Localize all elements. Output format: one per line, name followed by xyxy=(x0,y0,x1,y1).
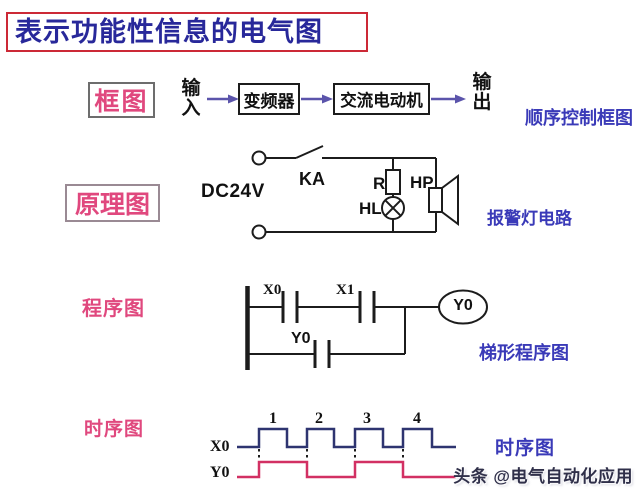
contact-x0-label: X0 xyxy=(263,282,282,298)
y0-waveform xyxy=(237,460,456,479)
lamp-label: HL xyxy=(359,199,382,218)
coil-icon xyxy=(438,289,488,325)
caption-block-diagram: 顺序控制框图 xyxy=(525,108,633,128)
resistor-label: R xyxy=(373,174,386,193)
pulse-number-3: 3 xyxy=(363,410,371,427)
section-label-text: 原理图 xyxy=(74,191,150,219)
dc-source-label: DC24V xyxy=(201,181,265,202)
alarm-circuit-drawing xyxy=(251,145,459,240)
section-label-schematic: 原理图 xyxy=(65,184,160,222)
pulse-number-1: 1 xyxy=(269,410,277,427)
timing-diagram-drawing xyxy=(237,427,456,479)
pulse-number-2: 2 xyxy=(315,410,323,427)
section-label-timing: 时序图 xyxy=(84,419,145,440)
signal-y0-label: Y0 xyxy=(210,464,230,481)
switch-label: KA xyxy=(299,169,325,189)
pulse-number-4: 4 xyxy=(413,410,421,427)
caption-ladder: 梯形程序图 xyxy=(479,343,569,363)
watermark: 头条 @电气自动化应用 xyxy=(453,467,633,486)
input-label: 输 入 xyxy=(181,78,201,119)
speaker-icon xyxy=(428,174,459,226)
caption-schematic: 报警灯电路 xyxy=(487,209,572,228)
x0-waveform xyxy=(237,427,456,449)
resistor-icon xyxy=(385,169,401,195)
signal-x0-label: X0 xyxy=(210,438,230,455)
inverter-box: 变频器 xyxy=(238,83,300,115)
coil-y0-label: Y0 xyxy=(453,297,473,314)
section-label-block-diagram: 框图 xyxy=(88,82,155,118)
contact-y0-label: Y0 xyxy=(291,330,311,347)
terminal-icon xyxy=(251,224,267,240)
flow-arrow-icons xyxy=(207,94,466,104)
terminal-icon xyxy=(251,150,267,166)
ac-motor-box: 交流电动机 xyxy=(333,83,430,115)
caption-timing: 时序图 xyxy=(495,438,556,459)
ladder-diagram-drawing xyxy=(245,286,488,370)
output-label: 输 出 xyxy=(472,72,492,113)
section-label-text: 框图 xyxy=(94,88,149,116)
slide-title: 表示功能性信息的电气图 xyxy=(6,12,368,52)
speaker-label: HP xyxy=(410,173,434,192)
contact-x1-label: X1 xyxy=(336,282,355,298)
section-label-ladder: 程序图 xyxy=(82,298,145,320)
